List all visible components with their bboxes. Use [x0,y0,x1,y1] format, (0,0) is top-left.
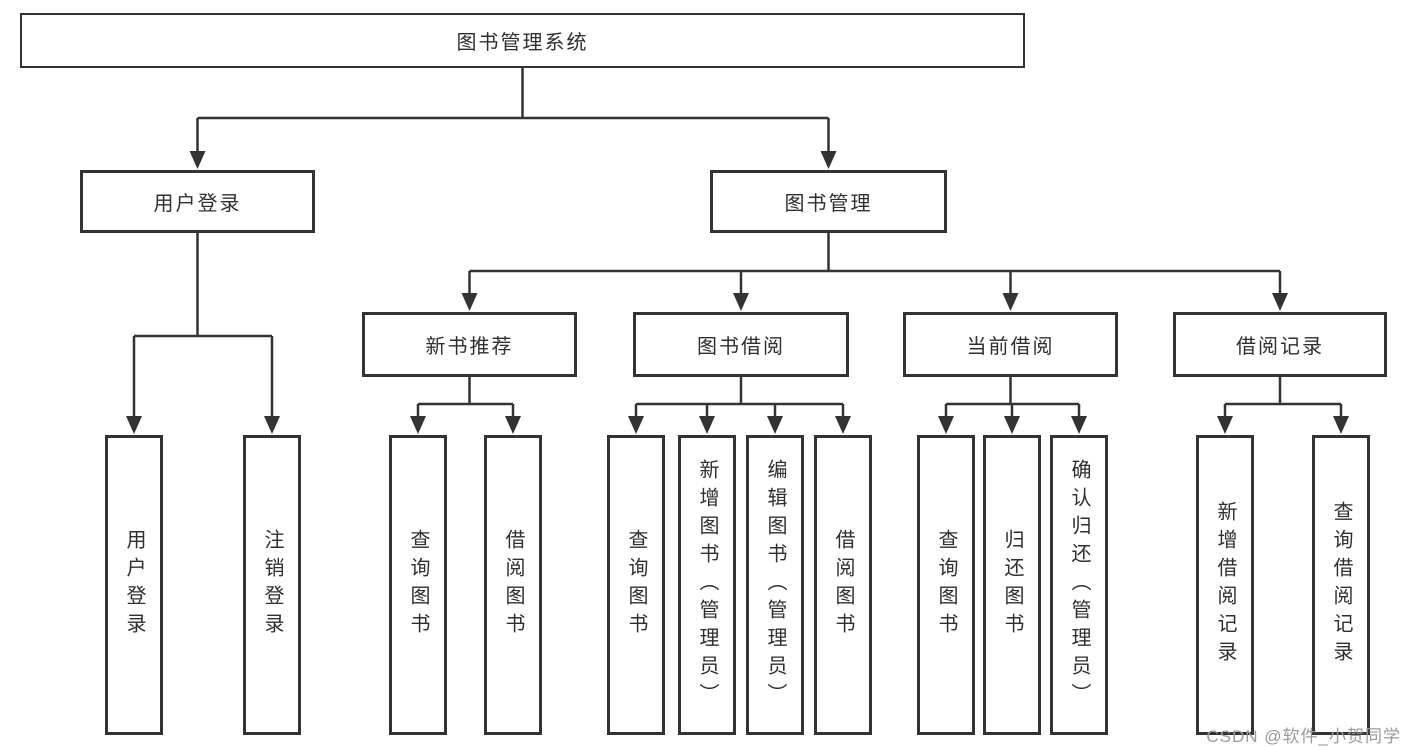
node-book-management: 图书管理 [710,170,947,233]
leaf-br-query-record: 查询借阅记录 [1312,435,1370,735]
leaf-label: 注销登录 [261,529,283,641]
leaf-br-add-record: 新增借阅记录 [1196,435,1254,735]
leaf-label: 确认归还（管理员） [1068,459,1090,711]
node-new-book-recommend: 新书推荐 [362,312,577,377]
leaf-nb-query-book: 查询图书 [389,435,447,735]
leaf-bb-edit-book-admin: 编辑图书（管理员） [746,435,804,735]
node-current-borrow: 当前借阅 [903,312,1118,377]
leaf-label: 查询图书 [625,529,647,641]
leaf-bb-query-book: 查询图书 [607,435,665,735]
leaf-label: 查询图书 [407,529,429,641]
node-book-borrow: 图书借阅 [633,312,849,377]
node-borrow-records: 借阅记录 [1173,312,1387,377]
node-root: 图书管理系统 [20,13,1025,68]
leaf-label: 借阅图书 [502,529,524,641]
leaf-user-logout: 注销登录 [243,435,301,735]
leaf-cb-confirm-return-admin: 确认归还（管理员） [1050,435,1108,735]
leaf-label: 查询图书 [935,529,957,641]
leaf-bb-borrow-book: 借阅图书 [814,435,872,735]
node-user-login: 用户登录 [80,170,315,233]
leaf-label: 查询借阅记录 [1330,501,1352,669]
leaf-nb-borrow-book: 借阅图书 [484,435,542,735]
leaf-label: 借阅图书 [832,529,854,641]
leaf-user-login: 用户登录 [105,435,163,735]
leaf-label: 编辑图书（管理员） [764,459,786,711]
leaf-bb-add-book-admin: 新增图书（管理员） [678,435,736,735]
leaf-label: 归还图书 [1001,529,1023,641]
leaf-label: 新增借阅记录 [1214,501,1236,669]
leaf-cb-return-book: 归还图书 [983,435,1041,735]
csdn-watermark: CSDN @软件_小贺同学 [1206,727,1401,746]
leaf-cb-query-book: 查询图书 [917,435,975,735]
leaf-label: 新增图书（管理员） [696,459,718,711]
leaf-label: 用户登录 [123,529,145,641]
